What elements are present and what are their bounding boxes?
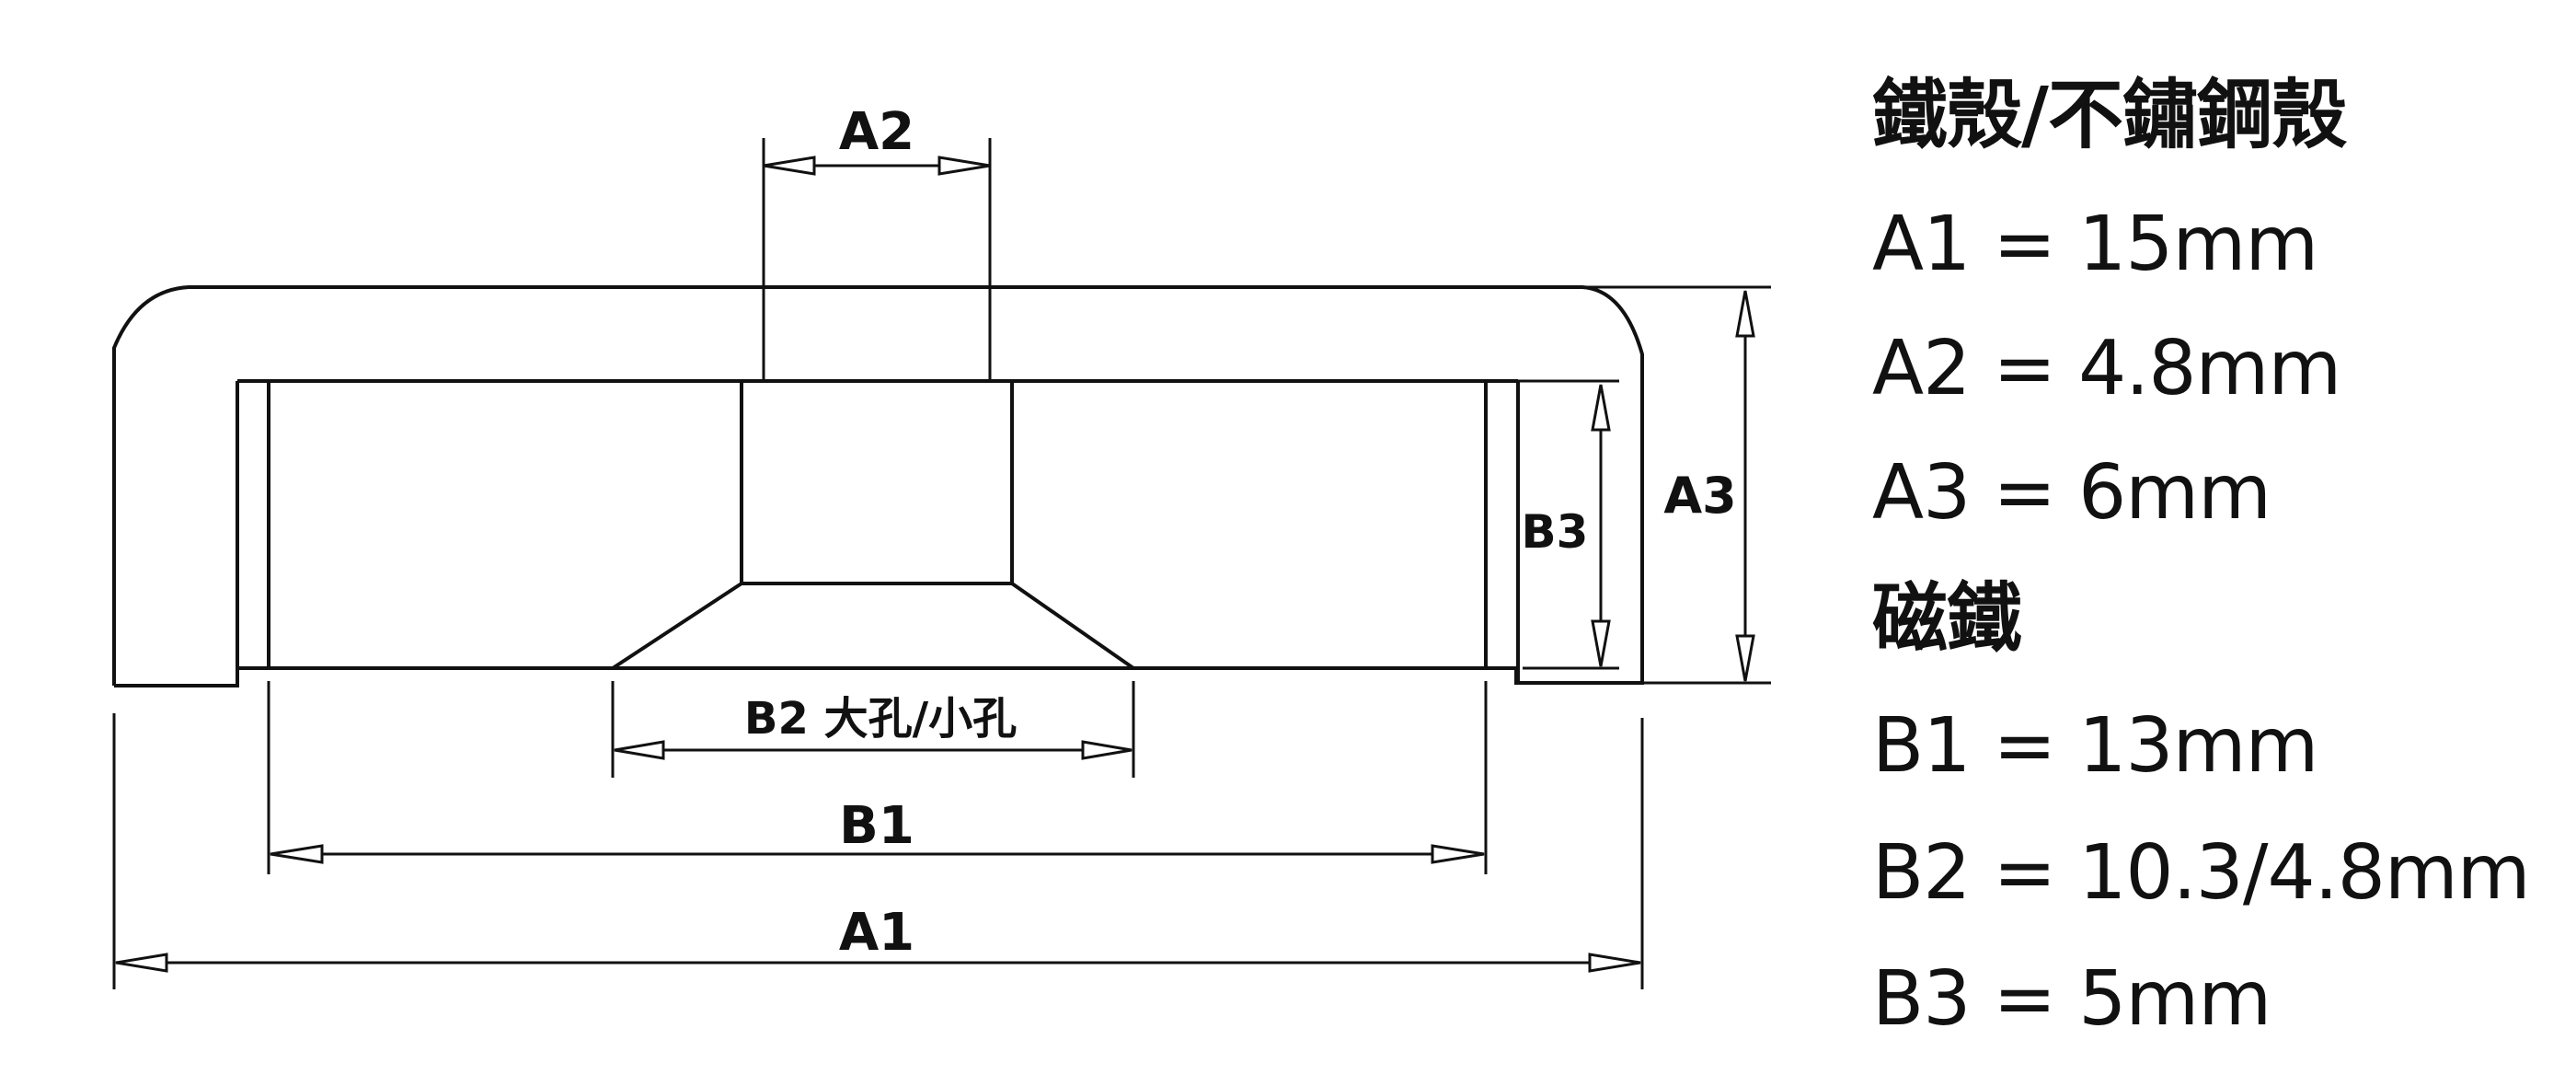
arrowhead-icon [614,740,665,760]
dimension-b3: B3 [1522,384,1611,667]
countersunk-hole [611,381,1135,670]
arrowhead-icon [1431,844,1485,864]
dimension-b1: B1 [270,796,1485,864]
dimension-a3: A3 [1663,290,1755,682]
arrowhead-icon [937,156,991,176]
arrowhead-icon [115,953,168,973]
label-b1: B1 [839,796,914,856]
arrowhead-icon [1591,619,1611,667]
arrowhead-icon [1735,290,1755,338]
arrowhead-icon [1591,384,1611,432]
arrowhead-icon [1081,740,1133,760]
label-a2: A2 [839,102,914,162]
dimension-a2: A2 [763,102,991,176]
label-b2: B2 大孔/小孔 [744,693,1017,745]
arrowhead-icon [763,156,816,176]
magnet-body-outline [267,381,1488,670]
shell-outer-outline [112,285,1644,686]
dimension-b2: B2 大孔/小孔 [614,693,1133,760]
label-b3: B3 [1522,505,1589,559]
label-a3: A3 [1663,467,1736,525]
label-a1: A1 [839,903,914,963]
shell-left-foot [114,381,239,687]
dimension-a1: A1 [115,903,1641,973]
arrowhead-icon [270,844,324,864]
arrowhead-icon [1588,953,1641,973]
arrowhead-icon [1735,634,1755,682]
